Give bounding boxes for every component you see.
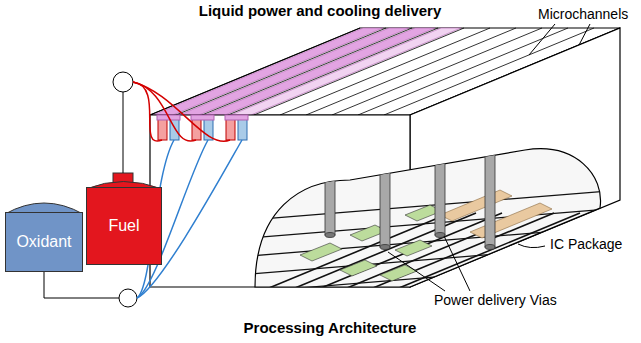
via-end bbox=[325, 233, 335, 238]
via bbox=[435, 140, 445, 238]
leader-line bbox=[579, 24, 590, 45]
grid-line bbox=[422, 213, 632, 300]
channel-strip bbox=[231, 28, 461, 115]
diagram-title: Liquid power and cooling delivery bbox=[199, 2, 442, 20]
grid-line bbox=[250, 262, 620, 292]
grid-line bbox=[500, 213, 641, 300]
part-label: Power delivery Vias bbox=[432, 292, 559, 308]
via-end bbox=[435, 233, 445, 238]
grid-line bbox=[526, 213, 641, 300]
fuel-tank: Fuel bbox=[86, 187, 162, 265]
processing-layer bbox=[240, 140, 641, 310]
channel-divider bbox=[228, 28, 438, 115]
inlet-cap bbox=[191, 115, 214, 120]
via bbox=[485, 140, 495, 250]
pipe bbox=[44, 272, 119, 298]
pump bbox=[113, 72, 133, 92]
leader-line bbox=[529, 24, 555, 55]
chip bbox=[300, 243, 342, 261]
leader-line bbox=[444, 236, 470, 291]
part-label: IC Package bbox=[548, 236, 624, 252]
fuel-wire bbox=[133, 82, 196, 141]
grid-line bbox=[240, 213, 450, 300]
channel-strip bbox=[179, 28, 409, 115]
tan-strip bbox=[470, 203, 552, 238]
inlet-cap bbox=[225, 115, 248, 120]
chip bbox=[380, 265, 417, 281]
chip bbox=[395, 240, 432, 256]
tank-label: Oxidant bbox=[16, 233, 71, 251]
channel-strip bbox=[205, 28, 435, 115]
part-label: Microchannels bbox=[536, 6, 630, 22]
fuel-wire bbox=[133, 82, 230, 141]
via-body bbox=[435, 140, 445, 235]
via-body bbox=[380, 140, 390, 247]
pipe bbox=[123, 92, 124, 173]
via-end bbox=[485, 245, 495, 250]
channel-divider bbox=[150, 28, 360, 115]
channel-divider bbox=[176, 28, 386, 115]
via-end bbox=[380, 245, 390, 250]
via bbox=[325, 140, 335, 238]
grid-line bbox=[448, 213, 641, 300]
pump bbox=[119, 289, 137, 307]
oxidant-tank: Oxidant bbox=[5, 212, 83, 272]
inlet bbox=[157, 115, 180, 140]
grid-line bbox=[344, 213, 554, 300]
tan-strip bbox=[440, 190, 512, 221]
via-body bbox=[325, 140, 335, 235]
tank-label: Fuel bbox=[108, 217, 139, 235]
inlet bbox=[191, 115, 214, 140]
leader-line bbox=[518, 244, 545, 248]
cutaway bbox=[255, 149, 601, 287]
inlets bbox=[157, 115, 248, 140]
channel-divider bbox=[202, 28, 412, 115]
via bbox=[380, 140, 390, 250]
fuel-wire bbox=[133, 82, 162, 141]
leader-line bbox=[388, 252, 445, 291]
diagram-caption: Processing Architecture bbox=[244, 319, 417, 337]
inlet bbox=[225, 115, 248, 140]
via-body bbox=[485, 140, 495, 247]
vias bbox=[325, 140, 495, 250]
channel-divider bbox=[254, 28, 464, 115]
chip bbox=[340, 260, 377, 276]
